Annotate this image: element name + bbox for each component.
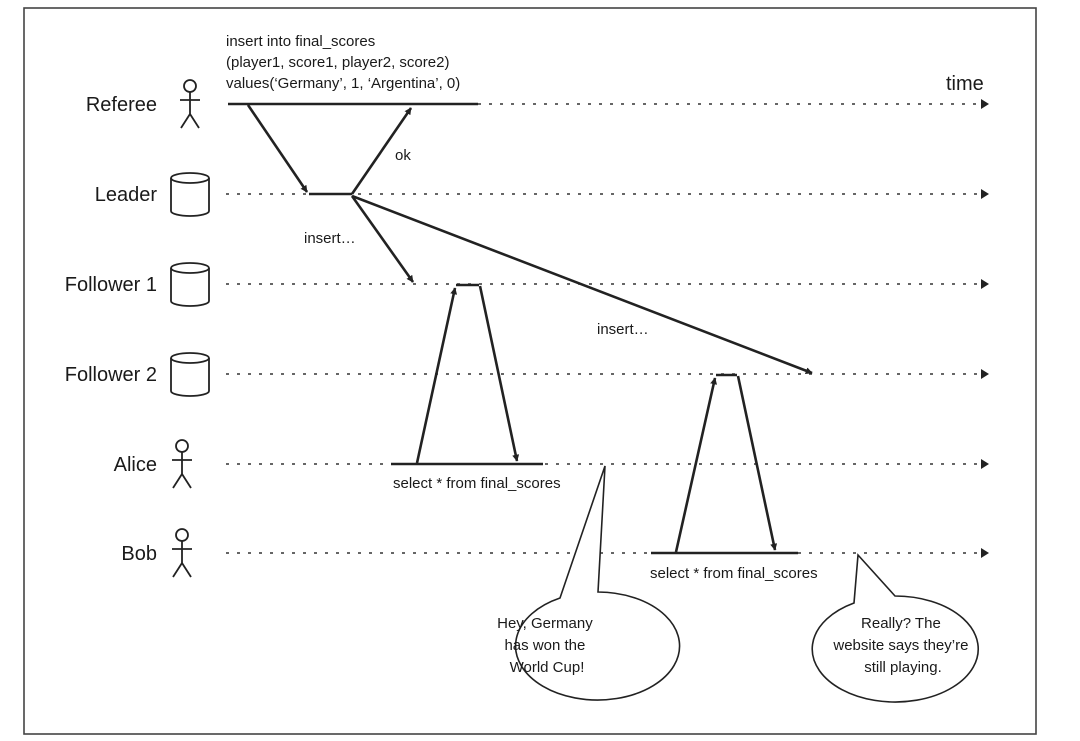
insert-statement: insert into final_scores (player1, score… bbox=[226, 33, 460, 92]
arrow-follower-2-to-bob bbox=[736, 375, 778, 551]
insert-label-follower-2: insert… bbox=[597, 321, 649, 338]
timeline-arrowhead bbox=[981, 99, 989, 109]
person-icon bbox=[180, 79, 200, 129]
actor-label-follower-2: Follower 2 bbox=[65, 364, 157, 386]
bob-query-label: select * from final_scores bbox=[650, 565, 818, 582]
timeline-arrowhead bbox=[981, 189, 989, 199]
person-icon bbox=[172, 528, 192, 578]
ok-label: ok bbox=[395, 147, 411, 164]
time-axis-label: time bbox=[946, 73, 984, 95]
arrow-alice-to-follower-1 bbox=[415, 287, 458, 464]
arrow-leader-to-follower-2 bbox=[351, 194, 813, 375]
timeline-arrowhead bbox=[981, 279, 989, 289]
speech-bubble-bob bbox=[811, 553, 979, 703]
timeline-arrowhead bbox=[981, 548, 989, 558]
actor-label-follower-1: Follower 1 bbox=[65, 274, 157, 296]
actor-label-leader: Leader bbox=[95, 184, 158, 206]
speech-bubble-alice-text: Hey, Germany has won the World Cup! bbox=[497, 615, 597, 676]
actor-label-alice: Alice bbox=[114, 454, 157, 476]
database-icon bbox=[170, 262, 210, 307]
timeline-arrowhead bbox=[981, 369, 989, 379]
arrow-leader-ok bbox=[350, 107, 413, 195]
speech-bubble-bob-text: Really? The website says they’re still p… bbox=[832, 615, 972, 676]
database-icon bbox=[170, 172, 210, 217]
person-icon bbox=[172, 439, 192, 489]
database-icon bbox=[170, 352, 210, 397]
arrow-referee-to-leader bbox=[246, 104, 309, 193]
arrow-follower-1-to-alice bbox=[478, 285, 520, 462]
actor-label-bob: Bob bbox=[121, 543, 157, 565]
insert-label-follower-1: insert… bbox=[304, 230, 356, 247]
speech-bubble-alice bbox=[514, 465, 681, 701]
diagram-frame bbox=[23, 7, 1037, 735]
actor-label-referee: Referee bbox=[86, 94, 157, 116]
arrow-bob-to-follower-2 bbox=[674, 377, 718, 553]
timeline-arrowhead bbox=[981, 459, 989, 469]
alice-query-label: select * from final_scores bbox=[393, 475, 561, 492]
arrow-leader-to-follower-1 bbox=[350, 195, 415, 283]
